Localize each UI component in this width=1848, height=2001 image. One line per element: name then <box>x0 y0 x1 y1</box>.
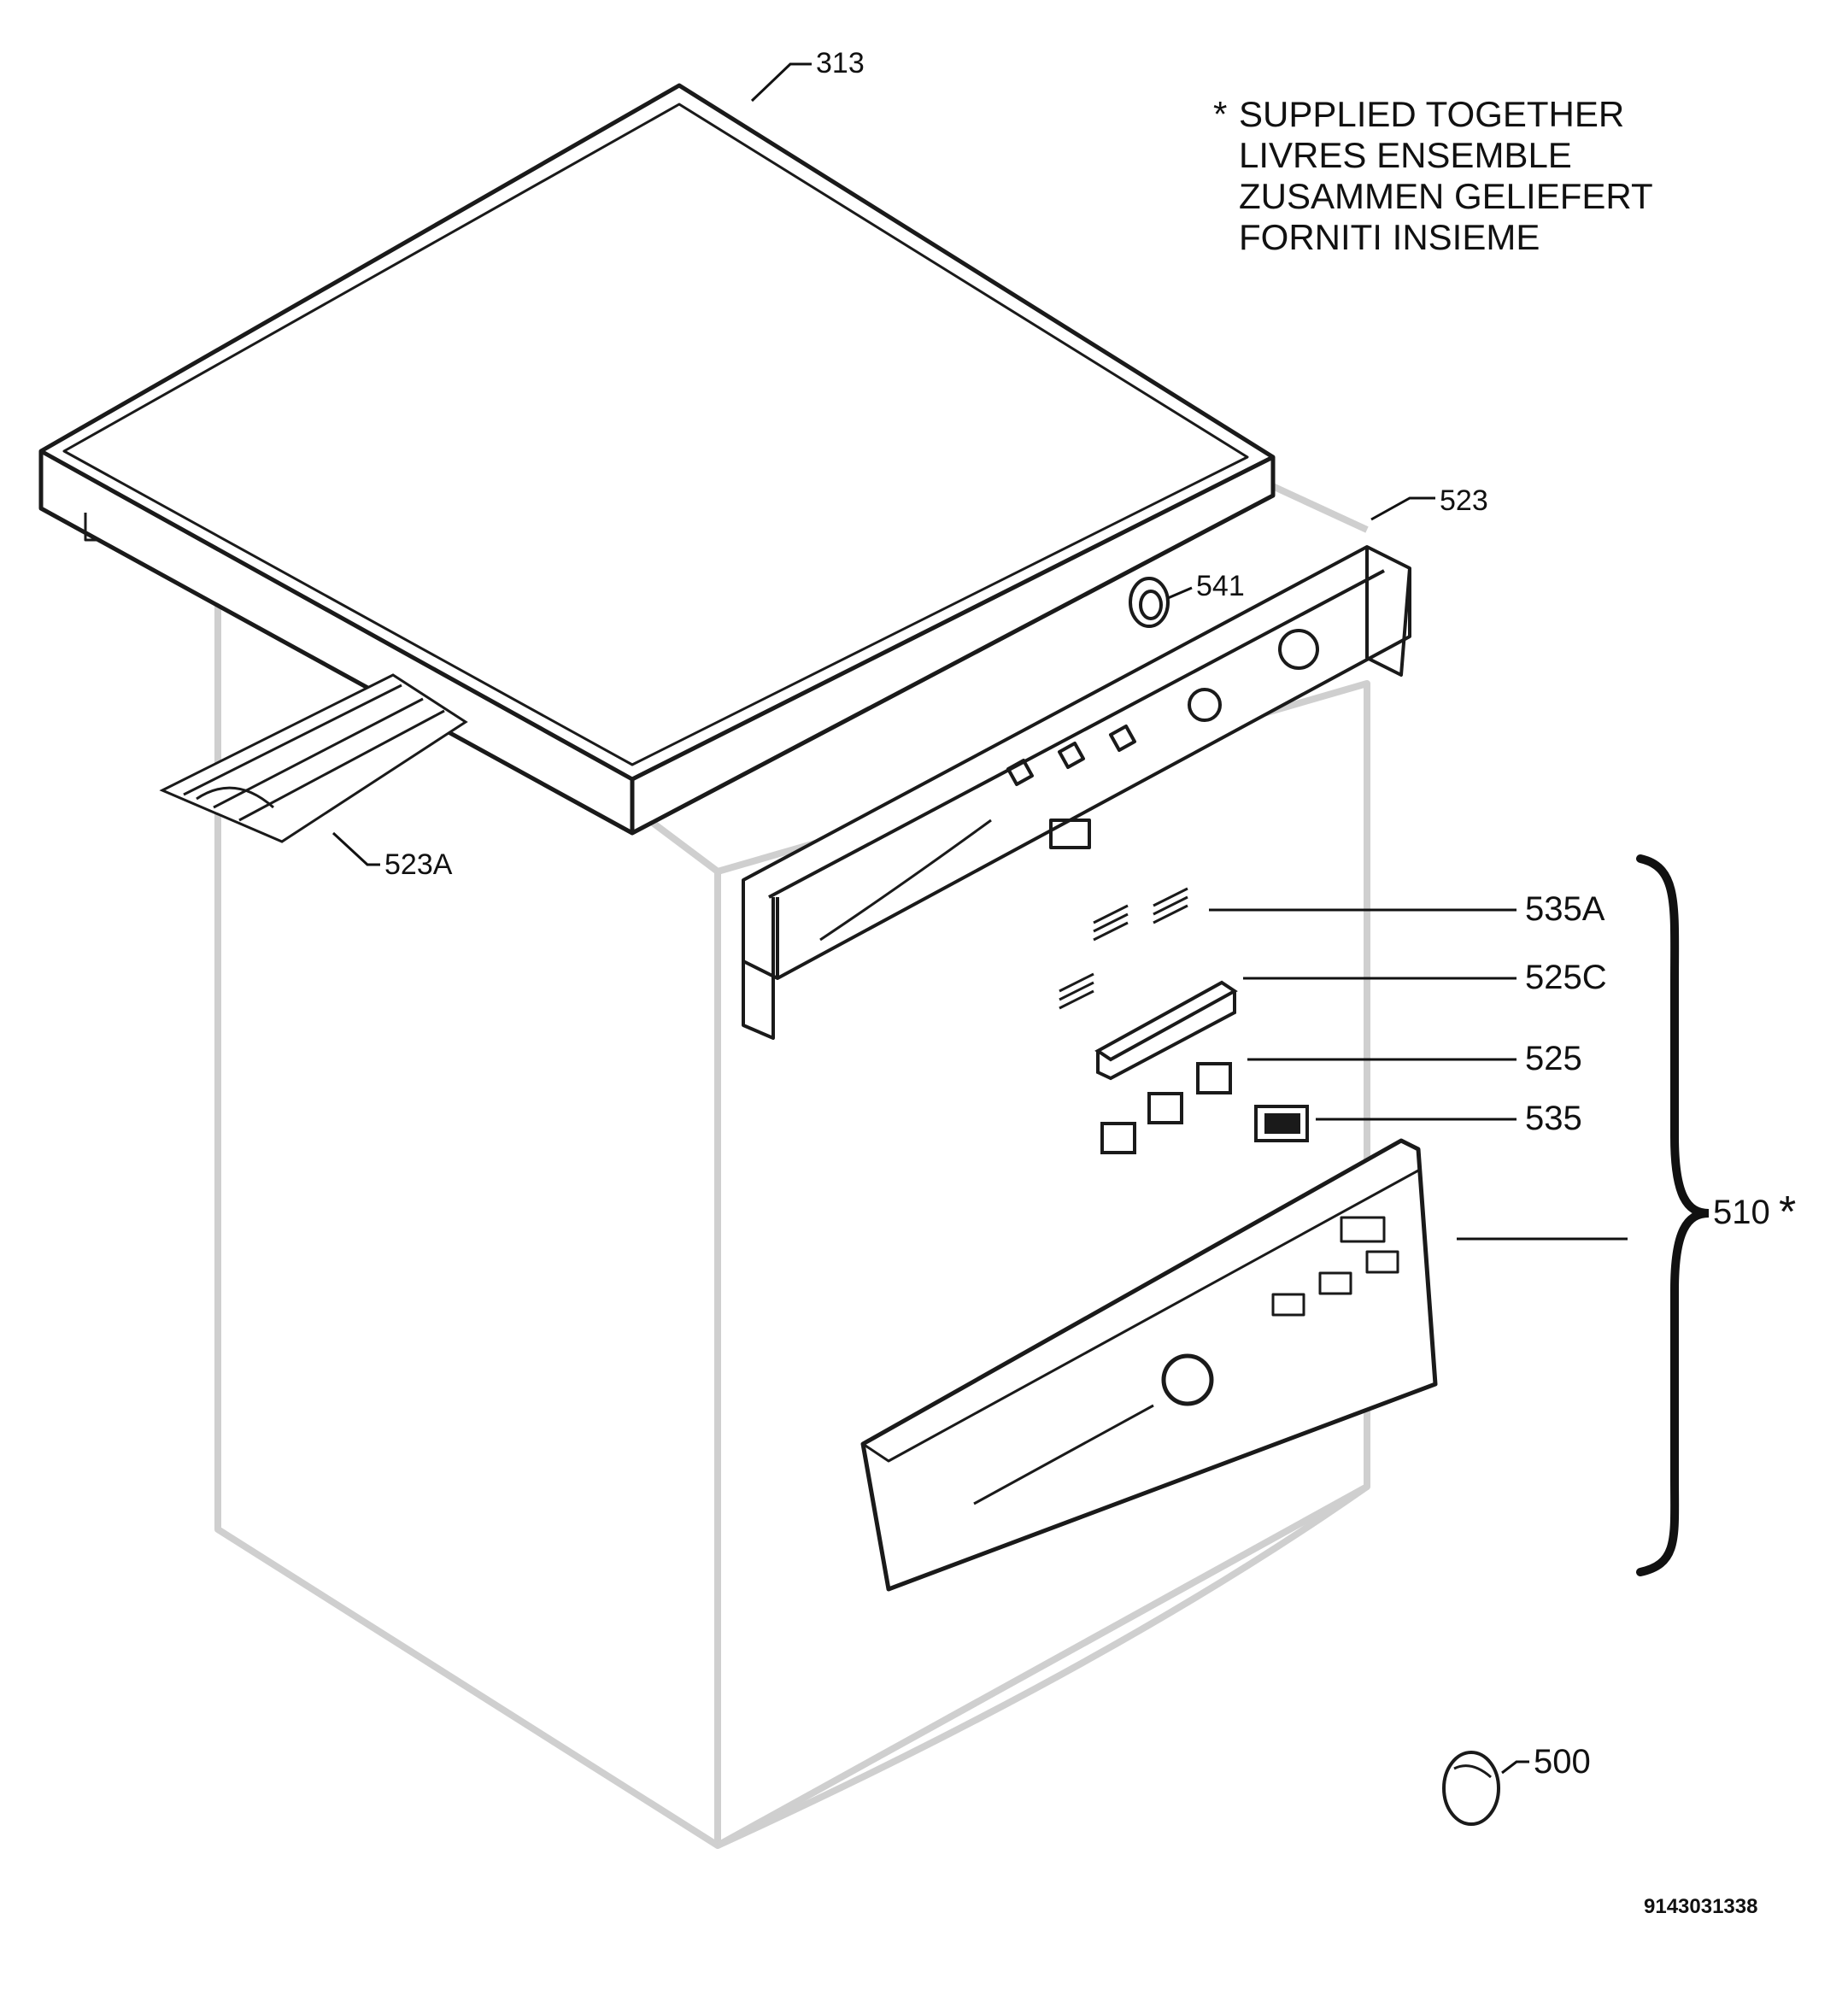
knob-500 <box>1442 1751 1500 1826</box>
label-500: 500 <box>1534 1743 1591 1781</box>
document-id: 9143031338 <box>1644 1895 1758 1918</box>
note-marker: * <box>1213 94 1228 134</box>
label-541: 541 <box>1196 570 1245 602</box>
fascia-panel-510 <box>860 1138 1438 1592</box>
note-line-de: ZUSAMMEN GELIEFERT <box>1239 176 1653 216</box>
label-525: 525 <box>1525 1040 1582 1077</box>
note-line-it: FORNITI INSIEME <box>1239 217 1540 257</box>
label-523a: 523A <box>384 848 453 881</box>
buttons-525 <box>1100 1062 1232 1154</box>
label-535: 535 <box>1525 1100 1582 1137</box>
label-510: 510 <box>1713 1194 1770 1231</box>
supplied-together-note: * SUPPLIED TOGETHER LIVRES ENSEMBLE ZUSA… <box>1213 94 1653 258</box>
springs-535a <box>1059 887 1188 1010</box>
rear-strip-523a <box>159 673 468 843</box>
label-313: 313 <box>816 47 865 79</box>
display-535 <box>1254 1105 1309 1142</box>
label-525c: 525C <box>1525 959 1607 996</box>
top-lid-313 <box>38 83 1276 836</box>
leader-lines <box>331 62 1628 1775</box>
control-frame-523 <box>742 545 1411 1040</box>
label-523: 523 <box>1440 484 1488 517</box>
key-holder-525c <box>1094 980 1238 1081</box>
seal-541 <box>1129 577 1170 628</box>
brace-510 <box>1636 854 1710 1576</box>
note-line-fr: LIVRES ENSEMBLE <box>1239 135 1572 175</box>
note-line-en: SUPPLIED TOGETHER <box>1239 94 1625 134</box>
label-535a: 535A <box>1525 890 1605 928</box>
label-510-marker: * <box>1779 1188 1796 1237</box>
